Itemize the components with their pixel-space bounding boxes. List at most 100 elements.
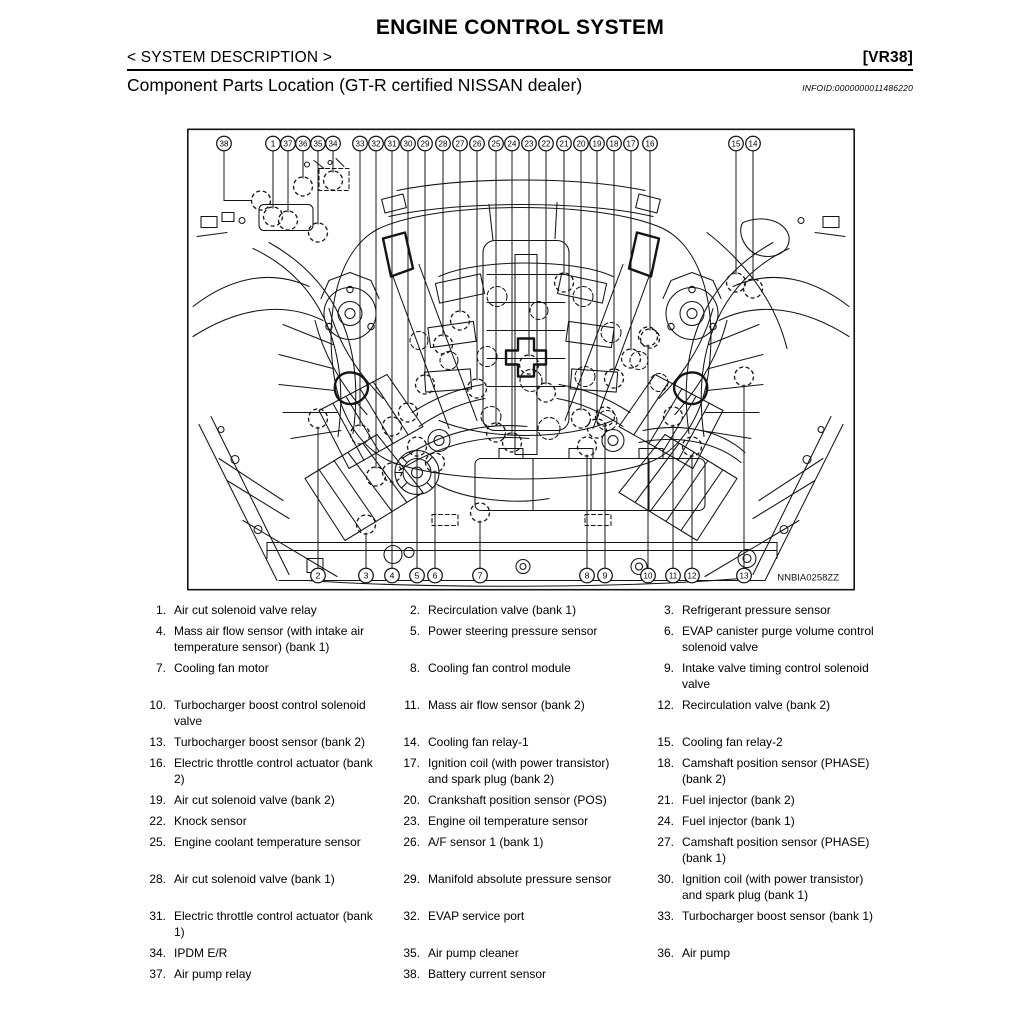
component-marker	[469, 502, 491, 523]
page-header: ENGINE CONTROL SYSTEM < SYSTEM DESCRIPTI…	[127, 16, 913, 96]
svg-text:29: 29	[421, 139, 430, 148]
infoid-label: INFOID:0000000011486220	[802, 83, 913, 93]
legend-item-label: Ignition coil (with power transistor) an…	[682, 872, 864, 902]
callout-11: 11	[662, 406, 684, 584]
svg-text:27: 27	[456, 139, 465, 148]
legend-item-label: Mass air flow sensor (with intake air te…	[174, 624, 365, 654]
component-marker	[424, 452, 446, 473]
svg-text:2: 2	[316, 570, 321, 580]
component-marker	[381, 416, 403, 437]
legend-item-label: EVAP service port	[428, 909, 525, 923]
legend-item-number: 37.	[149, 967, 166, 981]
legend-item-label: A/F sensor 1 (bank 1)	[428, 835, 544, 849]
section-row: < SYSTEM DESCRIPTION > [VR38]	[127, 49, 913, 67]
legend-item-label: Air pump cleaner	[428, 946, 519, 960]
svg-text:31: 31	[388, 139, 397, 148]
component-marker	[620, 348, 642, 369]
legend-item-number: 8.	[409, 661, 420, 675]
svg-text:20: 20	[577, 139, 586, 148]
svg-text:3: 3	[364, 570, 369, 580]
legend-item-number: 6.	[663, 624, 674, 638]
callout-35: 35	[307, 135, 329, 243]
legend-item-number: 28.	[149, 872, 166, 886]
legend-item-number: 35.	[403, 946, 420, 960]
legend-item-label: Knock sensor	[174, 814, 247, 828]
component-marker	[466, 378, 488, 399]
svg-text:18: 18	[610, 139, 619, 148]
callout-29: 29	[414, 135, 436, 395]
component-marker	[250, 190, 272, 211]
svg-text:26: 26	[473, 139, 482, 148]
callout-9: 9	[594, 406, 616, 584]
svg-text:13: 13	[740, 571, 749, 580]
svg-text:21: 21	[560, 139, 569, 148]
model-code: [VR38]	[862, 49, 913, 66]
legend-item-label: Cooling fan motor	[174, 661, 269, 675]
callout-1: 1	[262, 135, 284, 227]
svg-text:10: 10	[644, 571, 653, 580]
callout-15: 15	[725, 135, 747, 293]
legend-item-number: 33.	[657, 909, 674, 923]
callout-24: 24	[501, 135, 523, 453]
legend-item-number: 13.	[149, 735, 166, 749]
svg-text:1: 1	[271, 138, 276, 148]
component-marker	[307, 408, 329, 429]
legend-item-label: Camshaft position sensor (PHASE) (bank 1…	[682, 835, 870, 865]
component-marker	[586, 418, 608, 439]
legend-item-label: Cooling fan relay-1	[428, 735, 529, 749]
svg-text:5: 5	[415, 570, 420, 580]
legend-item-label: Cooling fan relay-2	[682, 735, 783, 749]
legend-item-label: Air cut solenoid valve relay	[174, 603, 317, 617]
legend-item-number: 14.	[403, 735, 420, 749]
legend-item-label: Camshaft position sensor (PHASE) (bank 2…	[682, 756, 870, 786]
legend-item-label: Recirculation valve (bank 1)	[428, 603, 577, 617]
callout-10: 10	[637, 326, 659, 584]
component-marker	[406, 436, 428, 457]
legend-item-number: 16.	[149, 756, 166, 770]
legend-item-number: 31.	[149, 909, 166, 923]
svg-text:33: 33	[356, 139, 365, 148]
legend-item-label: Cooling fan control module	[428, 661, 571, 675]
engine-bay-diagram: 3813736353433323130292827262524232221201…	[187, 128, 855, 591]
svg-text:25: 25	[492, 139, 501, 148]
component-marker	[637, 326, 659, 347]
legend-item-number: 1.	[155, 603, 166, 617]
callout-14: 14	[742, 135, 764, 299]
callout-2: 2	[307, 408, 329, 584]
component-marker	[277, 210, 299, 231]
component-marker	[262, 206, 284, 227]
svg-text:11: 11	[669, 571, 678, 580]
component-marker	[397, 402, 419, 423]
legend-item-number: 21.	[657, 793, 674, 807]
legend-item-number: 11.	[404, 698, 420, 712]
legend-item-label: Electric throttle control actuator (bank…	[174, 756, 373, 786]
component-marker	[432, 334, 454, 355]
component-marker	[501, 432, 523, 453]
svg-text:15: 15	[732, 139, 741, 148]
callout-26: 26	[466, 135, 488, 399]
legend-item-label: Turbocharger boost control solenoid valv…	[174, 698, 366, 728]
component-marker	[662, 406, 684, 427]
svg-text:16: 16	[646, 139, 655, 148]
legend-item-number: 36.	[657, 946, 674, 960]
legend-item-number: 9.	[663, 661, 674, 675]
svg-text:35: 35	[314, 139, 323, 148]
legend-item-number: 7.	[155, 661, 166, 675]
callout-30: 30	[397, 135, 419, 423]
topic-row: Component Parts Location (GT-R certified…	[127, 75, 913, 96]
component-marker	[414, 374, 436, 395]
callout-28: 28	[432, 135, 454, 355]
callout-31: 31	[381, 135, 403, 483]
svg-text:24: 24	[508, 139, 517, 148]
legend-item-number: 3.	[663, 603, 674, 617]
page-title: ENGINE CONTROL SYSTEM	[375, 16, 665, 39]
legend-item-label: IPDM E/R	[174, 946, 228, 960]
legend-item-number: 30.	[657, 872, 674, 886]
callout-5: 5	[406, 436, 428, 584]
component-marker	[518, 354, 540, 375]
svg-text:23: 23	[525, 139, 534, 148]
diagram-code: NNBIA0258ZZ	[777, 573, 839, 584]
legend-item-number: 34.	[149, 946, 166, 960]
